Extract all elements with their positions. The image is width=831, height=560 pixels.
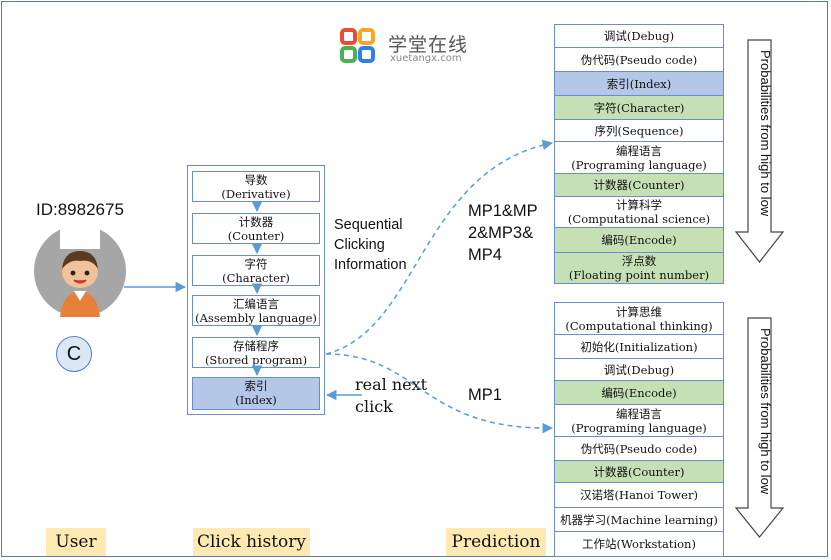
prediction-top-dashed-arrow <box>325 139 554 355</box>
prediction-item: 调试(Debug) <box>555 358 723 380</box>
history-item-6: 索引 (Index) <box>192 377 320 410</box>
prediction-item: 编程语言(Programing language) <box>555 141 723 173</box>
mp-top-label: MP1&MP 2&MP3& MP4 <box>468 202 538 264</box>
prediction-item-subtext: (Floating point number) <box>568 268 710 282</box>
prediction-item-text: 浮点数 <box>621 254 657 268</box>
probability-label-bottom: Probabilities from high to low <box>758 328 773 495</box>
prediction-item: 编程语言(Programing language) <box>555 404 723 436</box>
logo-name: 学堂在线 <box>388 34 469 56</box>
prediction-item: 调试(Debug) <box>555 24 723 47</box>
prediction-item-text: 初始化(Initialization) <box>580 339 698 354</box>
real-next-click-label: real next click <box>355 375 428 416</box>
footer-user-label: User <box>46 528 106 556</box>
prediction-item: 伪代码(Pseudo code) <box>555 47 723 71</box>
footer-prediction-label: Prediction <box>446 528 546 556</box>
history-item-zh: 索引 <box>244 379 268 393</box>
prediction-list-top: 调试(Debug) 伪代码(Pseudo code) 索引(Index) 字符(Cha… <box>554 24 724 284</box>
history-item-en: (Assembly language) <box>195 311 317 325</box>
prediction-item-text: 汉诺塔(Hanoi Tower) <box>580 488 698 502</box>
prediction-item-text: 计数器(Counter) <box>593 464 685 479</box>
logo-mark-icon <box>340 28 375 63</box>
history-item-en: (Stored program) <box>204 353 308 367</box>
prediction-item: 索引(Index) <box>555 71 723 95</box>
prediction-item-text: 序列(Sequence) <box>594 123 684 138</box>
prediction-item: 机器学习(Machine learning) <box>555 507 723 531</box>
prediction-item-text: 计算思维 <box>616 304 662 319</box>
prediction-item-text: 工作站(Workstation) <box>582 537 696 551</box>
user-avatar-icon <box>34 225 126 317</box>
prediction-bottom-dashed-arrow <box>325 353 554 434</box>
footer-history-label: Click history <box>193 528 310 556</box>
prediction-item-text: 编码(Encode) <box>601 233 677 247</box>
history-item-en: (Derivative) <box>221 187 291 201</box>
history-item-1: 导数 (Derivative) <box>192 171 320 202</box>
prediction-item-subtext: (Computational science) <box>567 212 711 226</box>
history-item-zh: 字符 <box>244 257 268 271</box>
probability-label-top: Probabilities from high to low <box>758 50 773 217</box>
prediction-item: 计算科学(Computational science) <box>555 196 723 227</box>
history-item-zh: 导数 <box>244 173 268 187</box>
prediction-item-text: 机器学习(Machine learning) <box>560 512 718 527</box>
user-category-badge: C <box>56 336 92 372</box>
history-item-zh: 存储程序 <box>233 339 279 353</box>
prediction-item-text: 编程语言 <box>616 406 662 421</box>
prediction-item: 计数器(Counter) <box>555 460 723 482</box>
user-id-label: ID:8982675 <box>36 200 124 219</box>
prediction-item-subtext: (Computational thinking) <box>565 318 713 333</box>
prediction-item-text: 字符(Character) <box>593 100 685 115</box>
prediction-item-text: 计算科学 <box>616 198 662 212</box>
prediction-item-text: 调试(Debug) <box>603 29 675 43</box>
prediction-item: 字符(Character) <box>555 95 723 119</box>
xuetangx-logo: 学堂在线 xuetangx.com <box>340 26 490 66</box>
prediction-item-text: 索引(Index) <box>606 76 672 91</box>
prediction-list-bottom: 计算思维(Computational thinking) 初始化(Initiali… <box>554 302 724 557</box>
prediction-item-subtext: (Programing language) <box>571 420 707 435</box>
click-history-panel: 导数 (Derivative) 计数器 (Counter) 字符 (Charac… <box>187 165 325 415</box>
sequential-clicking-label: Sequential Clicking Information <box>334 217 407 273</box>
prediction-item-text: 编程语言 <box>616 143 662 158</box>
prediction-item-text: 伪代码(Pseudo code) <box>580 52 698 67</box>
prediction-item: 伪代码(Pseudo code) <box>555 436 723 460</box>
prediction-item-subtext: (Programing language) <box>571 157 707 172</box>
logo-domain: xuetangx.com <box>390 53 462 64</box>
history-item-en: (Counter) <box>227 229 285 243</box>
prediction-item-text: 编码(Encode) <box>601 385 677 400</box>
prediction-item: 计数器(Counter) <box>555 173 723 196</box>
prediction-item-text: 调试(Debug) <box>603 362 675 377</box>
history-item-3: 字符 (Character) <box>192 255 320 286</box>
prediction-item: 编码(Encode) <box>555 227 723 252</box>
prediction-item: 编码(Encode) <box>555 380 723 404</box>
history-item-en: (Index) <box>235 393 277 407</box>
history-item-en: (Character) <box>222 271 290 285</box>
history-item-4: 汇编语言 (Assembly language) <box>192 295 320 326</box>
prediction-item-text: 计数器(Counter) <box>593 178 685 192</box>
prediction-item: 浮点数(Floating point number) <box>555 252 723 284</box>
prediction-item: 工作站(Workstation) <box>555 531 723 557</box>
mp-bottom-label: MP1 <box>468 386 502 404</box>
prediction-item-text: 伪代码(Pseudo code) <box>580 441 698 456</box>
prediction-item: 汉诺塔(Hanoi Tower) <box>555 482 723 507</box>
probability-down-arrow-icon <box>734 39 785 263</box>
prediction-item: 初始化(Initialization) <box>555 334 723 358</box>
prediction-item: 计算思维(Computational thinking) <box>555 302 723 334</box>
history-item-zh: 汇编语言 <box>233 297 279 311</box>
prediction-item: 序列(Sequence) <box>555 119 723 141</box>
probability-down-arrow-icon <box>734 317 785 538</box>
history-item-zh: 计数器 <box>238 215 274 229</box>
history-item-2: 计数器 (Counter) <box>192 213 320 244</box>
